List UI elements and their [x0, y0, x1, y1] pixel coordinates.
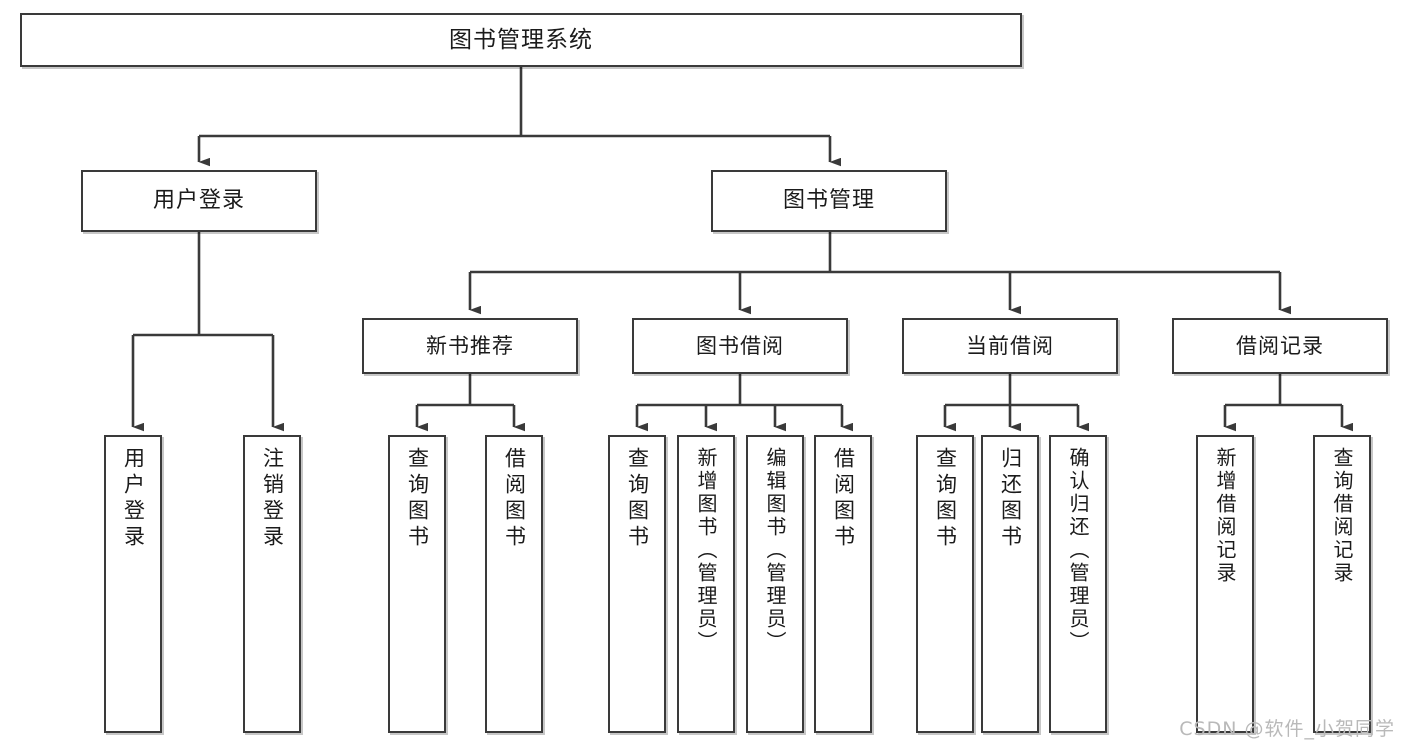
node-label: 用户登录 [152, 188, 245, 214]
node-current-borrow[interactable]: 当前借阅 [902, 318, 1118, 374]
leaf-book-borrow-borrow[interactable]: 借阅图书 [814, 435, 872, 733]
node-borrow-record[interactable]: 借阅记录 [1172, 318, 1388, 374]
leaf-book-borrow-add[interactable]: 新增图书（管理员） [677, 435, 735, 733]
node-label: 查询借阅记录 [1330, 447, 1354, 585]
leaf-user-login-logout[interactable]: 注销登录 [243, 435, 301, 733]
node-book-borrow[interactable]: 图书借阅 [632, 318, 848, 374]
node-user-login[interactable]: 用户登录 [81, 170, 317, 232]
leaf-user-login-login[interactable]: 用户登录 [104, 435, 162, 733]
node-label: 新书推荐 [426, 333, 514, 358]
node-label: 归还图书 [998, 447, 1023, 551]
leaf-current-borrow-return[interactable]: 归还图书 [981, 435, 1039, 733]
node-label: 借阅图书 [502, 447, 527, 551]
node-label: 图书管理系统 [449, 26, 593, 53]
leaf-borrow-record-query[interactable]: 查询借阅记录 [1313, 435, 1371, 733]
watermark: CSDN @软件_小贺同学 [1179, 718, 1395, 740]
leaf-current-borrow-query[interactable]: 查询图书 [916, 435, 974, 733]
node-label: 查询图书 [625, 447, 650, 551]
node-label: 图书借阅 [696, 333, 784, 358]
node-label: 图书管理 [782, 188, 875, 214]
node-book-management[interactable]: 图书管理 [711, 170, 947, 232]
leaf-borrow-record-add[interactable]: 新增借阅记录 [1196, 435, 1254, 733]
node-label: 借阅记录 [1236, 333, 1324, 358]
node-label: 查询图书 [405, 447, 430, 551]
node-label: 查询图书 [933, 447, 958, 551]
node-label: 用户登录 [121, 447, 146, 551]
leaf-current-borrow-confirm-return[interactable]: 确认归还（管理员） [1049, 435, 1107, 733]
node-root-system[interactable]: 图书管理系统 [20, 13, 1022, 67]
node-label: 新增借阅记录 [1213, 447, 1237, 585]
leaf-new-book-borrow[interactable]: 借阅图书 [485, 435, 543, 733]
node-new-book-recommend[interactable]: 新书推荐 [362, 318, 578, 374]
leaf-book-borrow-edit[interactable]: 编辑图书（管理员） [746, 435, 804, 733]
node-label: 借阅图书 [831, 447, 856, 551]
node-label: 新增图书（管理员） [694, 447, 718, 654]
node-label: 注销登录 [260, 447, 285, 551]
leaf-new-book-query[interactable]: 查询图书 [388, 435, 446, 733]
node-label: 确认归还（管理员） [1066, 447, 1090, 654]
node-label: 编辑图书（管理员） [763, 447, 787, 654]
leaf-book-borrow-query[interactable]: 查询图书 [608, 435, 666, 733]
node-label: 当前借阅 [966, 333, 1054, 358]
